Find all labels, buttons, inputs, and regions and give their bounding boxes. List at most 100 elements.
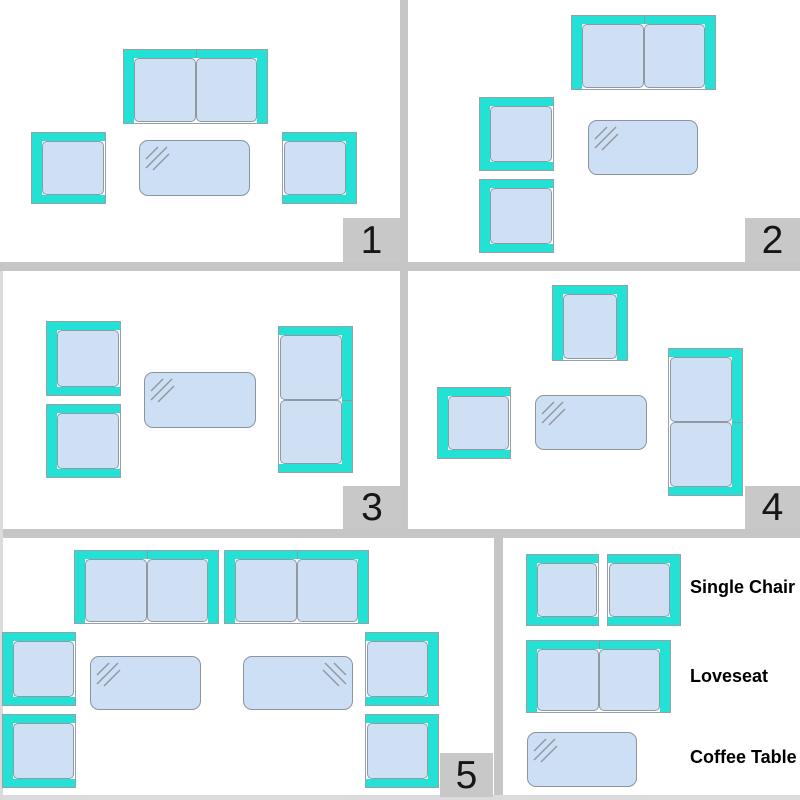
backrest-bar [428,715,438,787]
armrest-bar [669,349,742,357]
seat-cushion [57,413,119,469]
seat-cushion [670,422,732,487]
backrest-bar [47,405,57,477]
armrest-bar [366,633,438,641]
legend-label: Single Chair [690,577,796,597]
seat-cushion [235,559,297,622]
single-chair [479,179,554,253]
panel-number-badge: 4 [745,486,800,529]
loveseat [123,49,268,124]
seat-cushion [296,559,358,622]
seat-cushion [563,294,617,359]
armrest-bar [32,195,105,203]
grid-separator-horizontal-1 [0,262,800,271]
backrest-bar [3,633,13,705]
backrest-bar [47,322,57,395]
armrest-bar [283,195,356,203]
armrest-bar [705,16,715,89]
seat-cushion [13,641,74,697]
seat-cushion [598,649,660,711]
armrest-bar [3,715,75,723]
seat-cushion [280,335,342,400]
armrest-bar [47,405,120,413]
single-chair [607,554,681,626]
armrest-bar [366,697,438,705]
armrest-bar [3,779,75,787]
single-chair [437,387,511,459]
backrest-bar [3,715,13,787]
armrest-bar [358,551,368,623]
loveseat [526,640,671,713]
glass-reflection-icon [594,126,619,151]
seat-cushion [582,24,644,88]
armrest-bar [527,555,598,563]
armrest-bar [438,450,510,458]
glass-reflection-icon [533,738,558,763]
seat-cushion [284,141,346,195]
armrest-bar [527,641,537,712]
armrest-bar [32,133,105,141]
legend-label: Coffee Table [690,747,797,767]
seat-cushion [643,24,705,88]
loveseat [74,550,219,624]
seat-cushion [134,58,196,122]
seat-cushion [57,330,119,387]
seat-cushion [490,106,552,162]
single-chair [365,632,439,706]
backrest-bar [527,555,537,625]
single-chair [365,714,439,788]
armrest-bar [47,387,120,395]
seat-cushion [537,649,599,711]
backrest-bar [346,133,356,203]
panel-number-badge: 3 [343,486,401,529]
single-chair [526,554,599,626]
armrest-bar [208,551,218,623]
grid-separator-horizontal-2 [0,529,800,538]
seat-cushion [670,357,732,422]
seat-cushion [367,723,428,779]
loveseat [668,348,743,496]
backrest-bar [480,180,490,252]
backrest-divider [342,399,352,401]
single-chair [282,132,357,204]
backrest-divider [296,551,298,559]
backrest-bar [438,388,448,458]
single-chair [2,714,76,788]
coffee-table [90,656,201,710]
seat-cushion [609,563,670,617]
single-chair [46,321,121,396]
armrest-bar [572,16,582,89]
backrest-bar [32,133,42,203]
armrest-bar [47,322,120,330]
seat-cushion [42,141,104,195]
loveseat [224,550,369,624]
seat-cushion [146,559,208,622]
armrest-bar [124,50,134,123]
single-chair [31,132,106,204]
armrest-bar [366,779,438,787]
panel-number-badge: 5 [440,753,493,797]
grid-separator-vertical-bottom [494,538,503,800]
seat-cushion [367,641,428,697]
backrest-divider [195,50,197,58]
armrest-bar [480,244,553,252]
backrest-divider [732,422,742,423]
armrest-bar [617,286,627,360]
armrest-bar [47,469,120,477]
armrest-bar [660,641,670,712]
seat-cushion [85,559,147,622]
backrest-bar [428,633,438,705]
glass-reflection-icon [150,378,175,403]
armrest-bar [75,551,85,623]
glass-reflection-icon [96,662,121,687]
backrest-bar [480,98,490,170]
backrest-bar [670,555,680,625]
loveseat [278,326,353,473]
armrest-bar [225,551,235,623]
armrest-bar [608,617,680,625]
seat-cushion [280,399,342,464]
coffee-table [527,732,637,787]
armrest-bar [3,697,75,705]
glass-reflection-icon [145,146,170,171]
